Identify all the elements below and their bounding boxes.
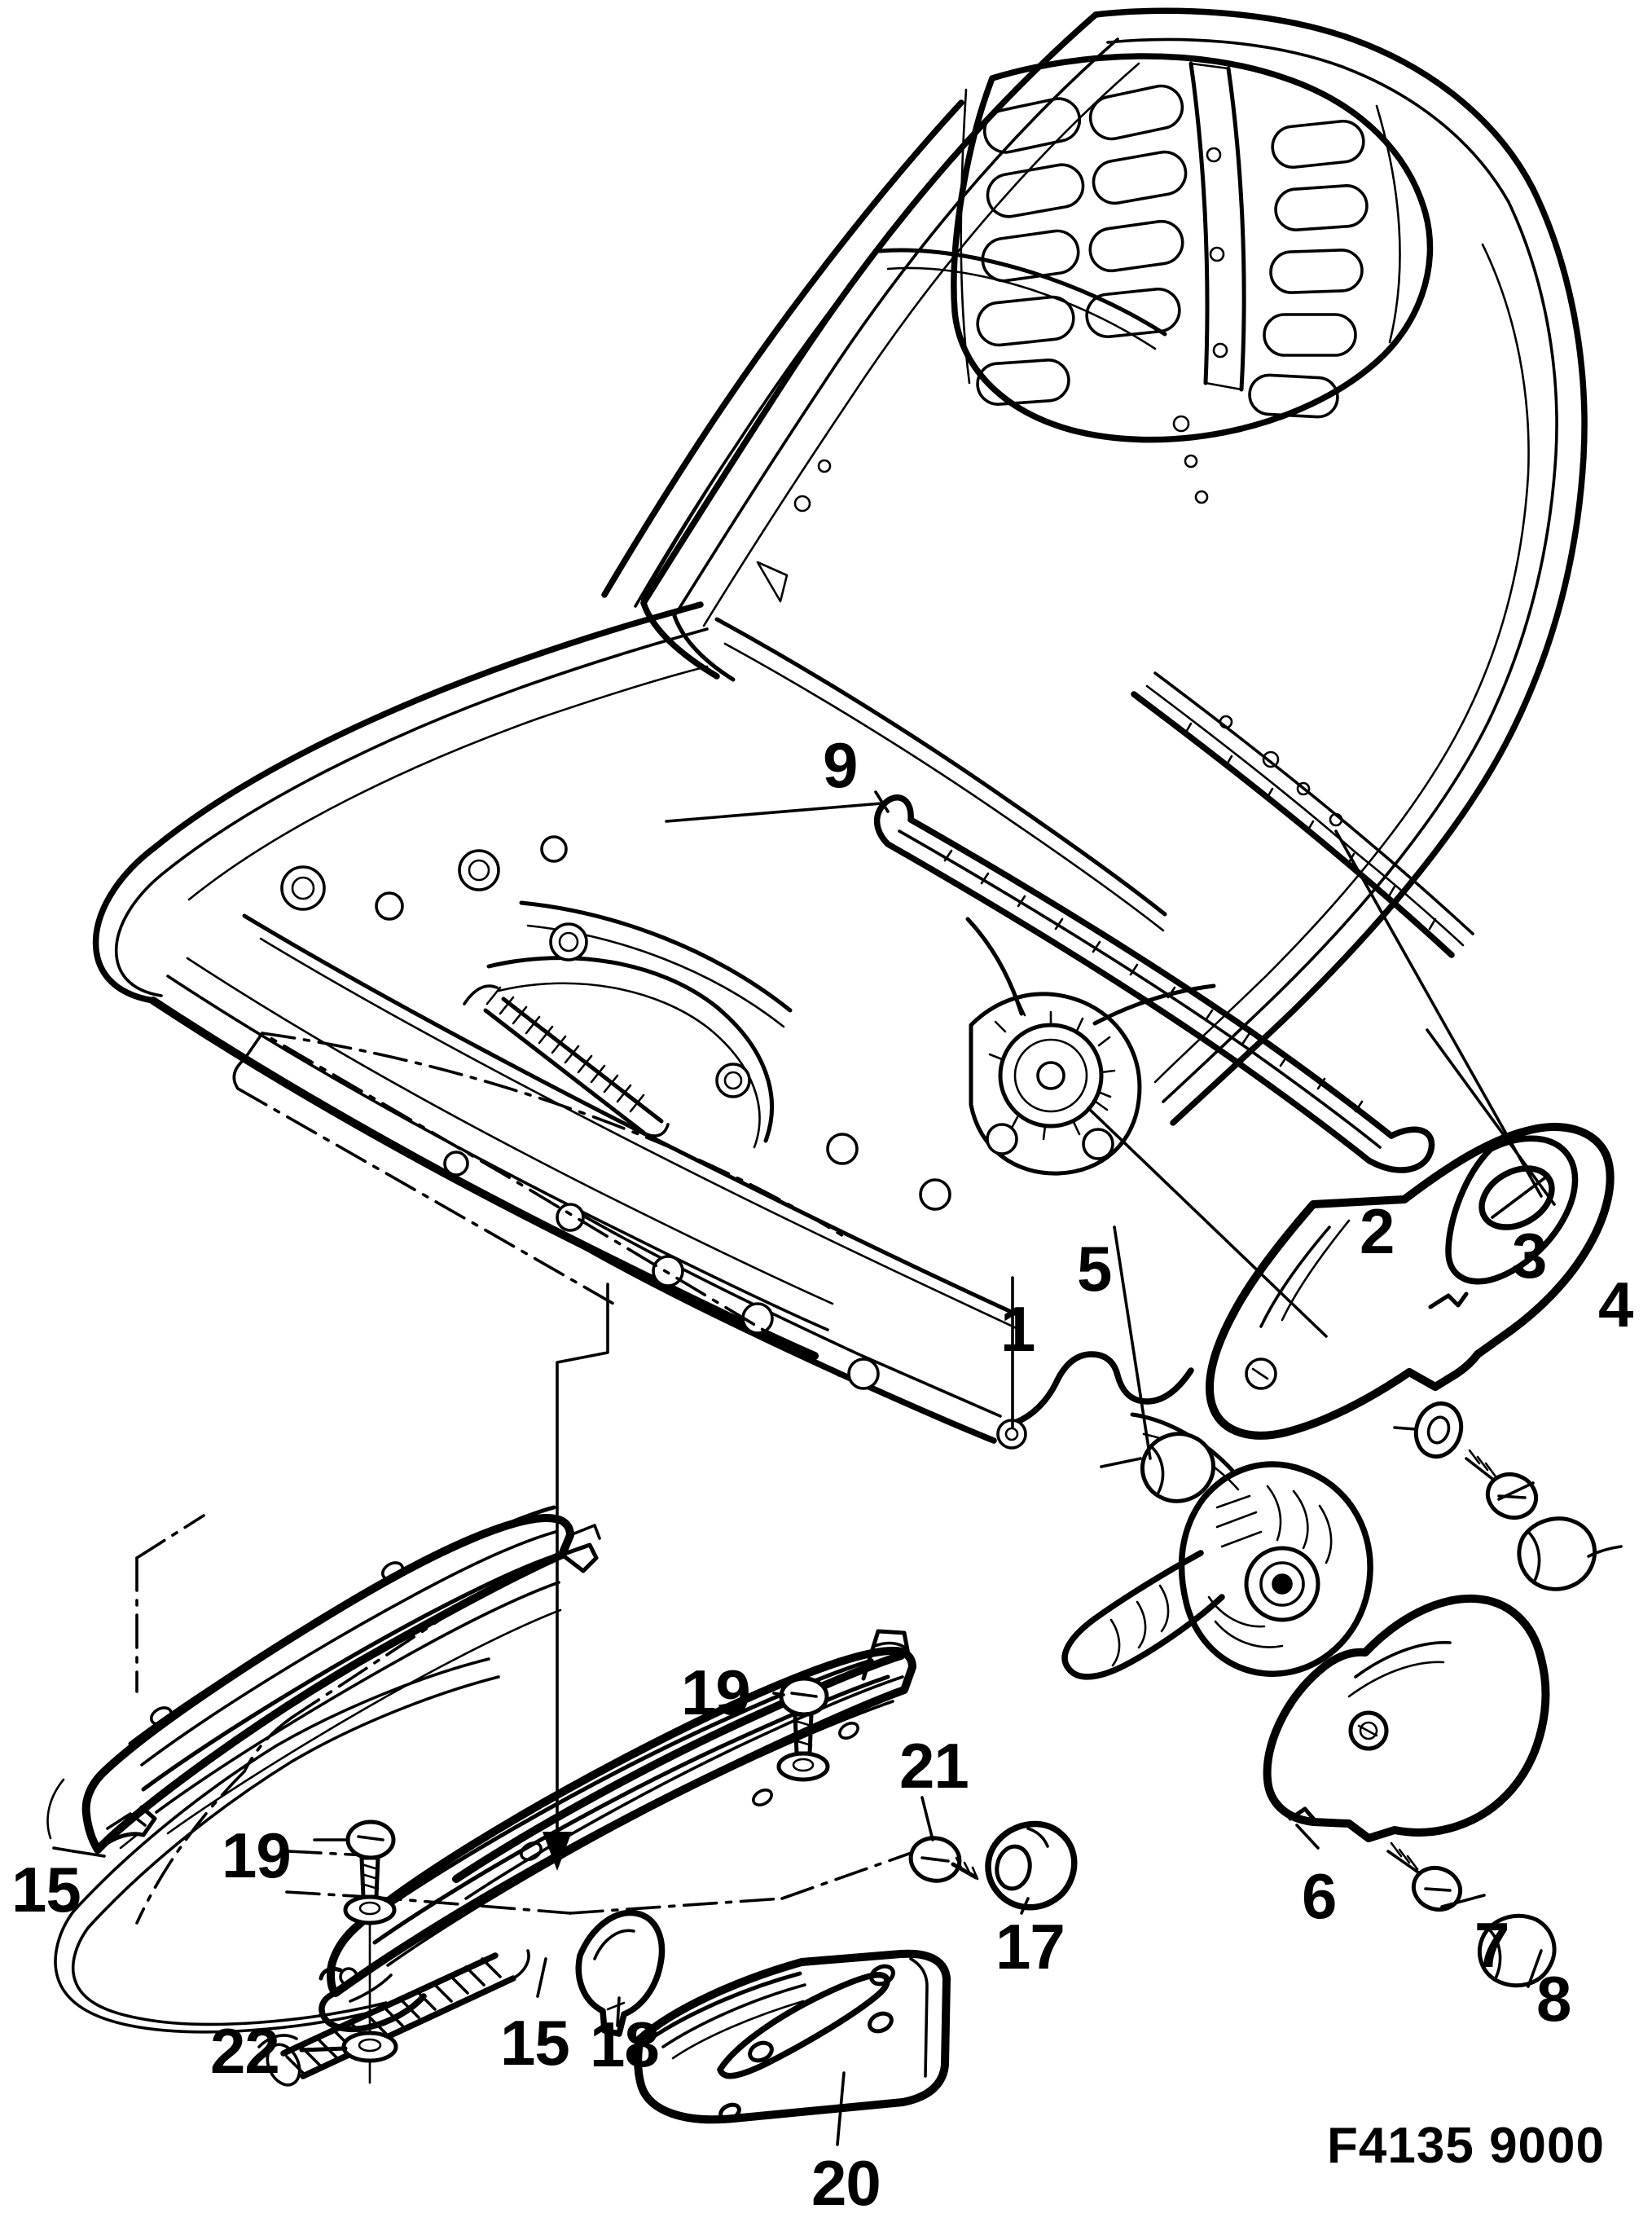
callout-4: 4 — [1598, 1269, 1633, 1340]
bolt-21-bush-17 — [908, 1820, 1078, 1911]
screw-19-lower — [343, 1819, 397, 1925]
callout-19-upper: 19 — [681, 1657, 751, 1728]
backrest-frame — [640, 7, 1588, 1126]
callout-18: 18 — [590, 2009, 660, 2080]
seat-spring — [463, 984, 670, 1137]
spring-clip-18 — [575, 1909, 666, 2037]
seat-rail-right-15 — [285, 1629, 922, 2032]
leader-lines — [52, 790, 1623, 2146]
callout-21: 21 — [899, 1730, 969, 1802]
callout-20: 20 — [811, 2147, 881, 2219]
callout-9: 9 — [823, 729, 858, 801]
plug-cap-5 — [1140, 1432, 1216, 1503]
callout-5: 5 — [1077, 1233, 1112, 1305]
callout-3: 3 — [1512, 1220, 1547, 1291]
bracket-cover-20 — [634, 1949, 951, 2124]
hinge-mechanism-body — [1061, 1412, 1373, 1680]
backrest-side-beams — [601, 99, 1209, 608]
seat-rail-left-15 — [46, 1505, 601, 1925]
seat-cushion-frame — [92, 601, 1167, 1444]
callout-6: 6 — [1302, 1860, 1337, 1932]
rail-coil-spring — [257, 1949, 530, 2087]
callout-22: 22 — [210, 2015, 280, 2087]
callout-8: 8 — [1536, 1963, 1571, 2035]
seat-slide-rail-9 — [874, 671, 1474, 1173]
callout-2: 2 — [1360, 1195, 1395, 1267]
callout-1: 1 — [1000, 1293, 1035, 1365]
screw-19-upper — [776, 1676, 830, 1782]
hinge-cover-6 — [1263, 1594, 1550, 1842]
figure-id-label: F4135 9000 — [1327, 2118, 1605, 2174]
recliner-hinge — [965, 917, 1216, 1176]
callout-15-left: 15 — [11, 1854, 81, 1925]
washer-22 — [341, 1921, 398, 2084]
fastener-group-7-8 — [1386, 1841, 1557, 1988]
callout-17: 17 — [995, 1911, 1065, 1982]
rail-wire-loop — [54, 1657, 500, 2034]
fastener-group-2-3-4 — [1413, 1401, 1597, 1591]
callout-19-left: 19 — [222, 1819, 292, 1891]
callout-7: 7 — [1474, 1909, 1509, 1981]
callout-15-right: 15 — [500, 2007, 570, 2079]
